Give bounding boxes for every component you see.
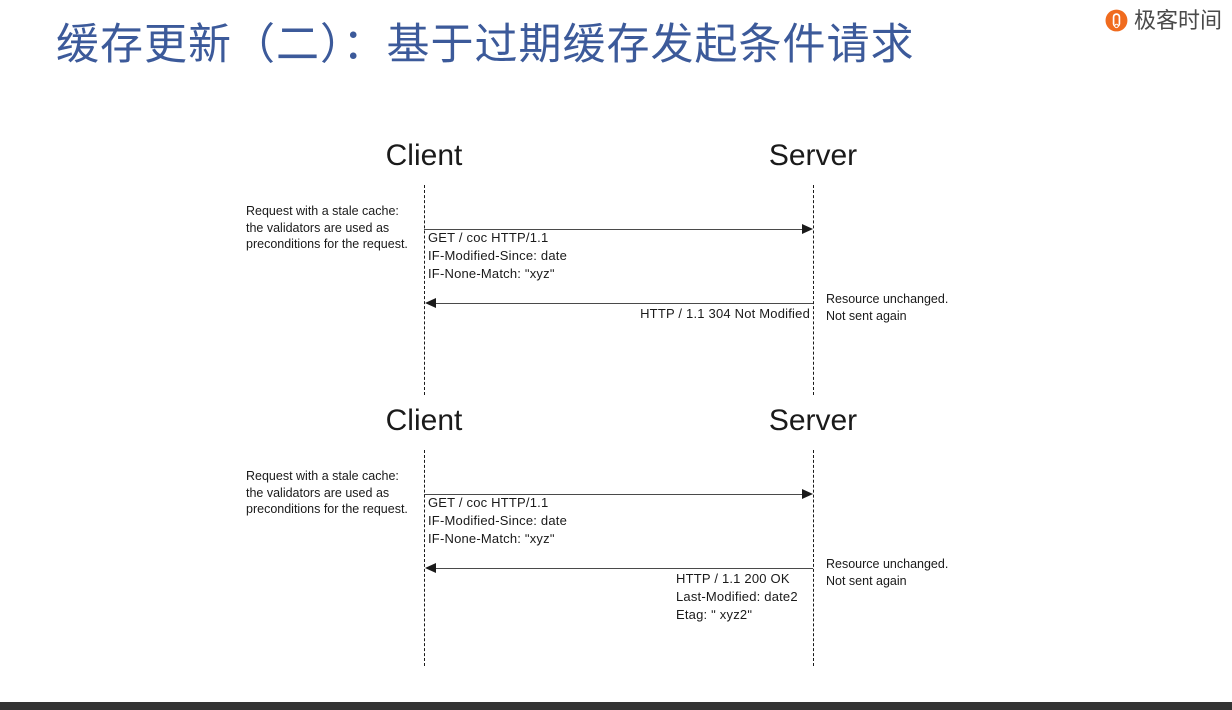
right-note: Resource unchanged. Not sent again [826,557,949,588]
response-message-text: HTTP / 1.1 304 Not Modified [640,306,810,321]
request-arrow-head-icon [802,488,813,499]
response-arrow-head-icon [425,562,436,573]
lane-label-client: Client [385,404,463,437]
response-arrow-line [428,568,813,569]
lane-label-server: Server [768,139,858,172]
lifeline-client [424,185,425,395]
sequence-diagram-304: Client Server Request with a stale cache… [246,139,949,395]
request-arrow-head-icon [802,223,813,234]
lane-label-client: Client [385,139,463,172]
request-arrow-line [424,229,809,230]
lane-label-server: Server [768,404,858,437]
request-arrow-line [424,494,809,495]
response-message-text: HTTP / 1.1 200 OK Last-Modified: date2 E… [676,571,798,622]
response-arrow-head-icon [425,297,436,308]
footer-bar [0,702,1232,710]
response-arrow-line [428,303,813,304]
right-note: Resource unchanged. Not sent again [826,292,949,323]
lifeline-server [813,185,814,395]
sequence-diagram-200: Client Server Request with a stale cache… [0,265,1232,666]
lifeline-client [424,450,425,666]
left-note: Request with a stale cache: the validato… [246,469,408,516]
brand-logo-group: 极客时间 [1104,8,1222,33]
page-title: 缓存更新（二）：基于过期缓存发起条件请求 [56,21,915,69]
geekbang-circle-logo-icon [1105,9,1128,32]
request-message-text: GET / coc HTTP/1.1 IF-Modified-Since: da… [428,495,567,546]
brand-name: 极客时间 [1133,8,1222,33]
left-note: Request with a stale cache: the validato… [246,204,408,251]
lifeline-server [813,450,814,666]
request-message-text: GET / coc HTTP/1.1 IF-Modified-Since: da… [428,230,567,281]
